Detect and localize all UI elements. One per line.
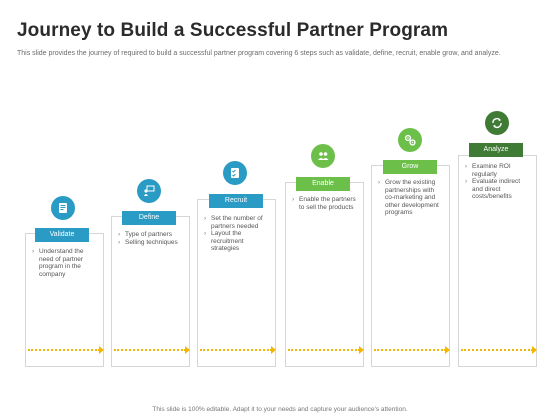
step-label: Define	[122, 211, 176, 225]
timeline-dash	[114, 349, 186, 351]
bullet-item: Examine ROI regularly	[465, 163, 531, 178]
bullet-item: Type of partners	[118, 231, 184, 239]
slide-subtitle: This slide provides the journey of requi…	[17, 50, 501, 57]
timeline-arrow	[271, 346, 276, 354]
step-label: Enable	[296, 177, 350, 191]
bullet-item: Enable the partners to sell the products	[292, 196, 358, 211]
cycle-icon	[485, 111, 509, 135]
bullet-item: Understand the need of partner program i…	[32, 248, 98, 278]
slide-title: Journey to Build a Successful Partner Pr…	[17, 20, 449, 41]
bullet-item: Layout the recruitment strategies	[204, 230, 270, 253]
timeline-dash	[28, 349, 100, 351]
step-label: Recruit	[209, 194, 263, 208]
step-label: Grow	[383, 160, 437, 174]
people-icon	[311, 144, 335, 168]
timeline-arrow	[359, 346, 364, 354]
timeline-arrow	[532, 346, 537, 354]
timeline-dash	[374, 349, 446, 351]
bullet-item: Evaluate indirect and direct costs/benef…	[465, 178, 531, 201]
timeline-dash	[200, 349, 272, 351]
step-bullets: Understand the need of partner program i…	[32, 248, 98, 278]
timeline-arrow	[445, 346, 450, 354]
timeline-arrow	[99, 346, 104, 354]
timeline-dash	[288, 349, 360, 351]
bullet-item: Grow the existing partnerships with co-m…	[378, 179, 444, 217]
step-box	[285, 182, 364, 367]
gears-icon	[398, 128, 422, 152]
checklist-icon	[223, 161, 247, 185]
step-bullets: Set the number of partners needed Layout…	[204, 215, 270, 253]
slide-footer: This slide is 100% editable. Adapt it to…	[152, 406, 408, 413]
bullet-item: Set the number of partners needed	[204, 215, 270, 230]
bullet-item: Selling techniques	[118, 239, 184, 247]
presenter-icon	[137, 179, 161, 203]
document-icon	[51, 196, 75, 220]
step-label: Analyze	[469, 143, 523, 157]
step-bullets: Enable the partners to sell the products	[292, 196, 358, 211]
timeline-dash	[461, 349, 533, 351]
step-bullets: Examine ROI regularly Evaluate indirect …	[465, 163, 531, 201]
step-label: Validate	[35, 228, 89, 242]
step-bullets: Type of partners Selling techniques	[118, 231, 184, 246]
step-bullets: Grow the existing partnerships with co-m…	[378, 179, 444, 217]
timeline-arrow	[185, 346, 190, 354]
